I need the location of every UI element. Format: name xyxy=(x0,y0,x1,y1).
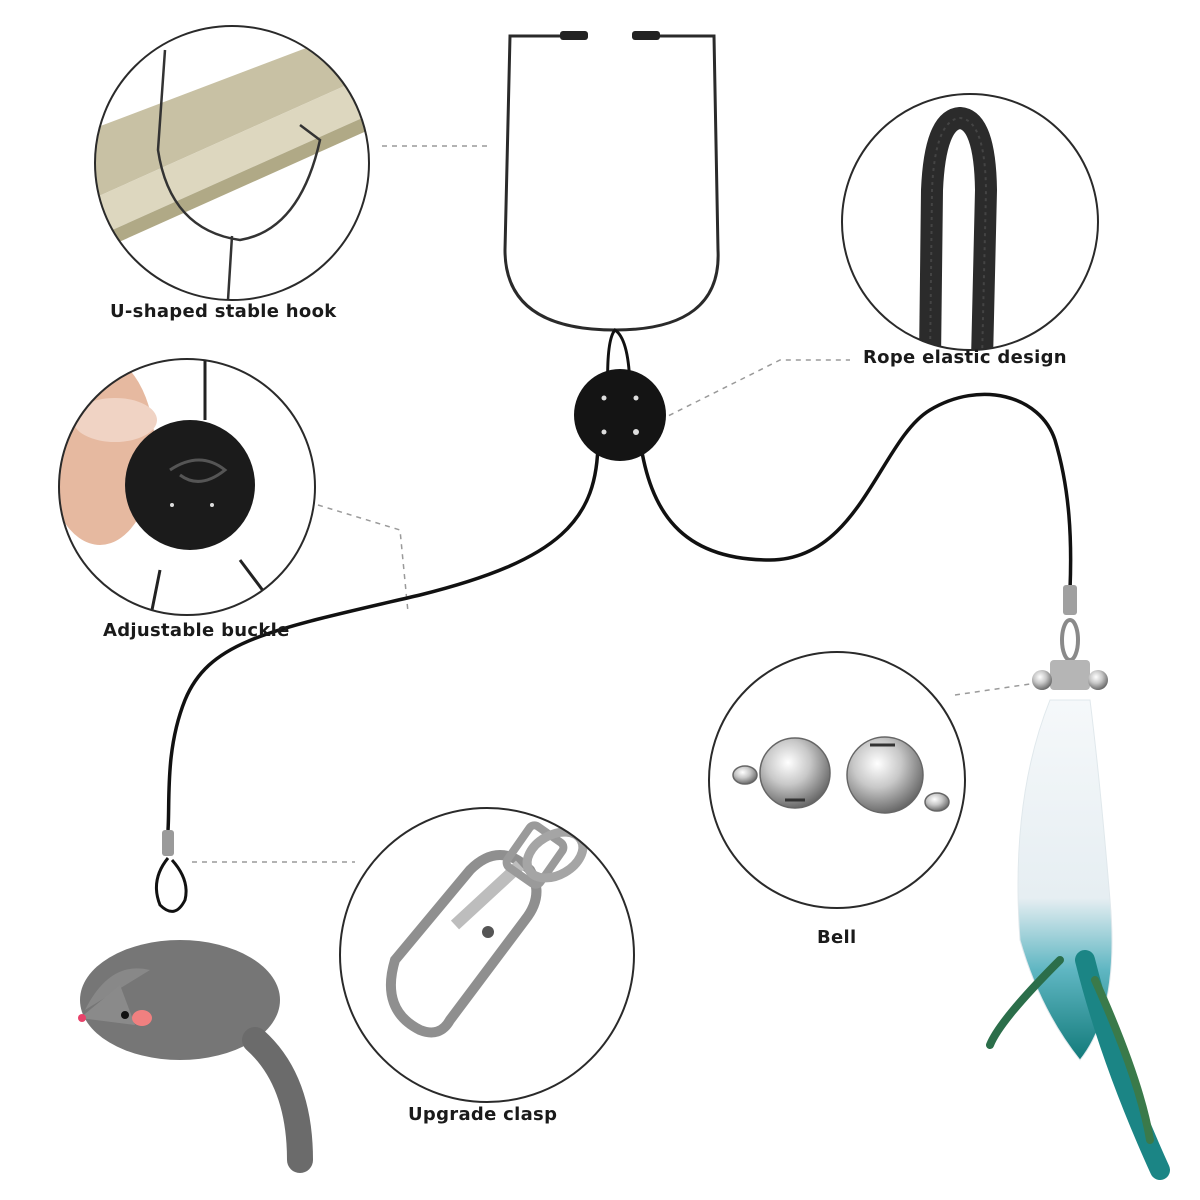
u-shaped-hook xyxy=(503,31,720,332)
mouse-toy xyxy=(78,830,313,1173)
leader-line-rope xyxy=(659,359,850,421)
detail-circle-hook xyxy=(94,25,370,301)
buckle-disk xyxy=(574,369,666,461)
label-bell: Bell xyxy=(817,927,857,948)
label-upgrade-clasp: Upgrade clasp xyxy=(408,1104,558,1125)
detail-circle-bell xyxy=(708,651,966,909)
leader-line-buckle xyxy=(317,504,409,613)
detail-circle-clasp xyxy=(339,807,635,1103)
detail-circle-buckle xyxy=(58,358,316,616)
detail-circle-rope xyxy=(841,93,1099,351)
label-rope-elastic: Rope elastic design xyxy=(863,347,1067,368)
leader-line-bell xyxy=(954,683,1031,696)
label-u-shaped-hook: U-shaped stable hook xyxy=(110,301,337,322)
feather-toy xyxy=(986,585,1170,1180)
leader-lines xyxy=(192,145,1031,863)
cord-left xyxy=(166,439,600,831)
rope-loop xyxy=(606,328,632,396)
label-adjustable-buckle: Adjustable buckle xyxy=(103,620,290,641)
cord-right xyxy=(638,392,1073,591)
